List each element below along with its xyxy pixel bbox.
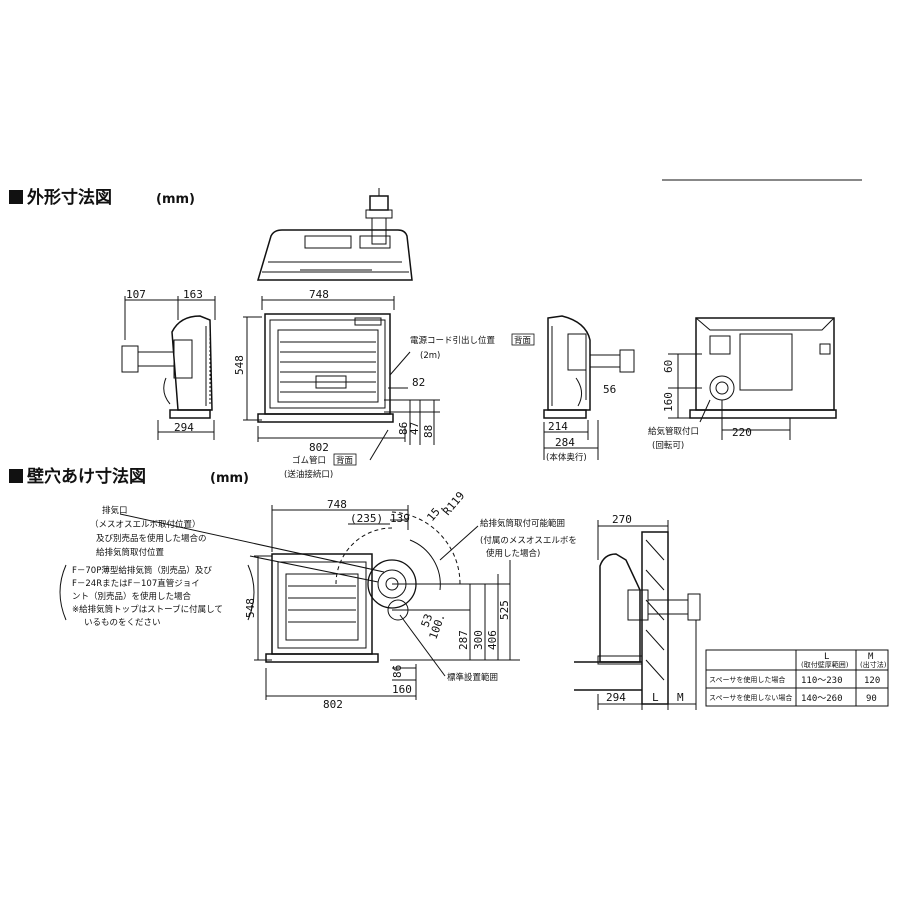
- power-cord-label: 電源コード引出し位置: [410, 335, 496, 346]
- table-row-M: 90: [866, 694, 877, 704]
- section-unit-outline: (mm): [156, 192, 195, 207]
- note-line1: F－70P薄型給排気筒（別売品）及び: [72, 565, 212, 576]
- spec-table: [705, 649, 889, 707]
- wall-dim-r119: R119: [440, 489, 467, 518]
- table-header-L: L: [824, 652, 829, 662]
- std-range-label: 標準設置範囲: [447, 672, 498, 683]
- dim-163: 163: [183, 288, 203, 301]
- exhaust-label: 排気口: [102, 505, 128, 516]
- power-cord-tag: 背面: [514, 335, 532, 346]
- dim-160: 160: [662, 392, 675, 412]
- wall-dim-235: (235): [350, 512, 383, 525]
- power-cord-length: (2m): [420, 351, 440, 361]
- note-line4: ※給排気筒トップはストーブに付属して: [72, 604, 223, 615]
- wall-dim-160: 160: [392, 683, 412, 696]
- note-bracket-left: [59, 564, 67, 621]
- rubber-pipe-sub: (送油接続口): [284, 469, 333, 480]
- dim-214: 214: [548, 420, 568, 433]
- wall-dim-287: 287: [457, 630, 470, 650]
- section-bullet-icon: [9, 469, 23, 483]
- wall-side-294: 294: [606, 691, 626, 704]
- range-label2: (付属のメスオスエルボを: [480, 535, 577, 546]
- dim-88: 88: [422, 425, 435, 438]
- note-line3: ント（別売品）を使用した場合: [72, 591, 192, 602]
- dim-107: 107: [126, 288, 146, 301]
- power-cord-tag-box: [511, 333, 535, 346]
- note-line2: F－24RまたはF－107直管ジョイ: [72, 578, 200, 589]
- section-title-wall: 壁穴あけ寸法図: [27, 466, 146, 487]
- wall-dim-748: 748: [327, 498, 347, 511]
- wall-side-270: 270: [612, 513, 632, 526]
- right-side-dimension-lines: [543, 366, 599, 460]
- dim-86: 86: [397, 422, 410, 435]
- wall-side-drawing: [574, 531, 701, 705]
- section-title-outline: 外形寸法図: [27, 187, 112, 208]
- wall-dim-139: 139: [390, 512, 410, 525]
- dim-802: 802: [309, 441, 329, 454]
- table-row-M: 120: [864, 676, 880, 686]
- wall-label-leaders: [119, 513, 479, 583]
- top-view-drawing: [256, 188, 413, 281]
- dim-294: 294: [174, 421, 194, 434]
- wall-dim-525: 525: [498, 600, 511, 620]
- wall-front-dimension-lines: [254, 505, 520, 700]
- rubber-pipe-tag-box: [333, 453, 357, 466]
- section-bullet-icon: [9, 190, 23, 204]
- wall-side-M: M: [677, 691, 684, 704]
- intake-label: 給気管取付口: [648, 426, 699, 437]
- table-row-L: 140～260: [801, 694, 843, 704]
- dim-220: 220: [732, 426, 752, 439]
- wall-dim-300: 300: [472, 630, 485, 650]
- dim-748: 748: [309, 288, 329, 301]
- exhaust-line4: 給排気筒取付位置: [96, 547, 165, 558]
- dim-56: 56: [603, 383, 616, 396]
- wall-side-dimension-lines: [597, 520, 697, 710]
- rubber-pipe-tag: 背面: [336, 455, 354, 466]
- range-label1: 給排気筒取付可能範囲: [480, 518, 565, 529]
- wall-dim-548: 548: [244, 598, 257, 618]
- dim-284: 284: [555, 436, 575, 449]
- wall-dim-406: 406: [486, 630, 499, 650]
- rubber-pipe-label: ゴム管口: [292, 455, 326, 466]
- table-header-M: M: [868, 652, 874, 662]
- wall-dim-53: 53: [419, 612, 436, 629]
- table-header-M-sub: (出寸法): [860, 660, 887, 669]
- table-row-label: スペーサを使用しない場合: [709, 693, 792, 702]
- range-label3: 使用した場合): [486, 548, 540, 559]
- wall-dim-86: 86: [391, 665, 404, 678]
- exhaust-line2: （メスオスエルボ取付位置）: [90, 519, 201, 530]
- intake-sub: (回転可): [652, 441, 684, 451]
- depth-note: (本体奥行): [546, 452, 587, 463]
- dim-548: 548: [233, 355, 246, 375]
- front-view-drawing: [257, 313, 394, 423]
- dim-47: 47: [408, 422, 421, 435]
- dim-60: 60: [662, 360, 675, 373]
- wall-front-drawing: [265, 511, 461, 663]
- right-side-view-drawing: [543, 315, 635, 419]
- dim-82: 82: [412, 376, 425, 389]
- table-row-label: スペーサを使用した場合: [709, 675, 785, 684]
- wall-dim-802: 802: [323, 698, 343, 711]
- wall-side-L: L: [652, 691, 659, 704]
- back-view-drawing: [689, 317, 837, 419]
- table-header-L-sub: (取付壁厚範囲): [801, 660, 849, 669]
- front-dimension-lines: [243, 296, 440, 461]
- side-view-drawing: [121, 315, 213, 419]
- back-dimension-lines: [668, 353, 791, 440]
- exhaust-line3: 及び別売品を使用した場合の: [96, 533, 207, 544]
- note-bracket-right: [247, 564, 255, 621]
- note-line5: いるものをください: [84, 618, 161, 628]
- side-dimension-lines: [124, 296, 216, 440]
- table-row-L: 110～230: [801, 676, 843, 686]
- section-unit-wall: (mm): [210, 471, 249, 486]
